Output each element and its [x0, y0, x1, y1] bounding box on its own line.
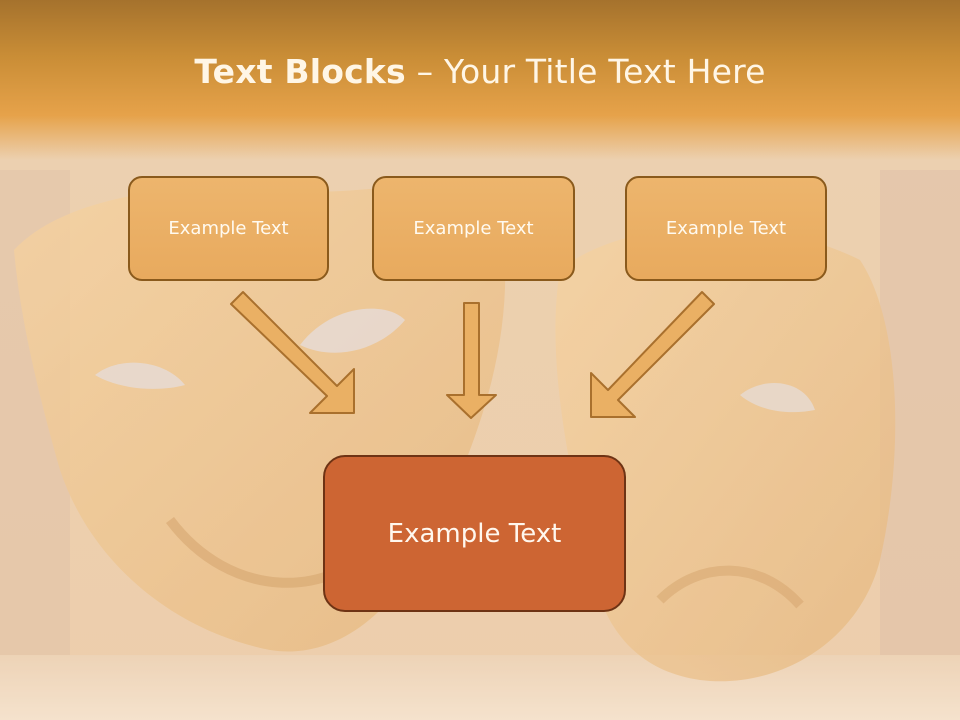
- text-block-top-middle[interactable]: Example Text: [372, 176, 575, 281]
- title-band: [0, 0, 960, 160]
- arrow-down-left-icon: [590, 291, 715, 418]
- arrow-down-right-icon: [230, 291, 355, 414]
- title-bold: Text Blocks: [194, 52, 406, 91]
- title-separator: –: [405, 52, 444, 91]
- text-block-main[interactable]: Example Text: [323, 455, 626, 612]
- text-block-top-left[interactable]: Example Text: [128, 176, 329, 281]
- text-block-top-right[interactable]: Example Text: [625, 176, 827, 281]
- slide-title: Text Blocks – Your Title Text Here: [0, 52, 960, 91]
- title-rest: Your Title Text Here: [443, 52, 766, 91]
- arrow-down-icon: [446, 302, 497, 419]
